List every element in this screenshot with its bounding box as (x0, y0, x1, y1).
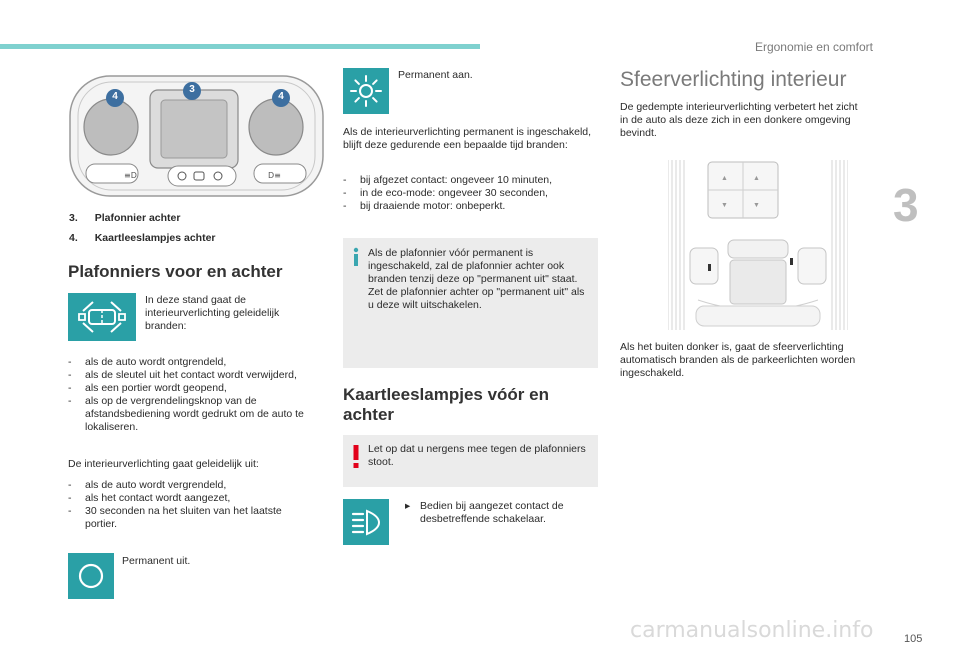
gradual-off-text: De interieurverlichting gaat geleidelijk… (68, 458, 259, 470)
list-permanent-durations: bij afgezet contact: ongeveer 10 minuten… (343, 174, 593, 213)
door-mode-icon (68, 293, 136, 341)
ambient-auto-text: Als het buiten donker is, gaat de sfeerv… (620, 341, 856, 379)
ambient-light-illustration: ▲ ▲ ▼ ▼ (667, 160, 849, 330)
warning-icon (351, 445, 361, 474)
svg-text:D≡: D≡ (268, 171, 281, 180)
heading-plafonniers: Plafonniers voor en achter (68, 262, 283, 281)
list-item: bij draaiende motor: onbeperkt. (343, 200, 593, 213)
warning-note-text: Let op dat u nergens mee tegen de plafon… (368, 443, 586, 468)
rear-lamps-illustration: ≡D D≡ 4 3 4 (68, 74, 325, 198)
car-doors-icon (78, 301, 126, 333)
list-item: als de auto wordt vergrendeld, (68, 479, 303, 492)
list-item: als de auto wordt ontgrendeld, (68, 356, 313, 369)
console-drawing: ▲ ▲ ▼ ▼ (667, 160, 849, 330)
list-gradual-on: als de auto wordt ontgrendeld, als de sl… (68, 356, 313, 434)
circle-off-icon (78, 563, 104, 589)
caption-4: 4. Kaartleeslampjes achter (69, 232, 216, 244)
svg-text:▼: ▼ (721, 202, 728, 209)
on-mode-icon (343, 68, 389, 114)
info-icon (351, 247, 361, 272)
chapter-number: 3 (893, 179, 919, 231)
section-title: Ergonomie en comfort (754, 40, 873, 54)
off-mode-label: Permanent uit. (122, 555, 191, 567)
heading-kaartleeslampjes: Kaartleeslampjes vóór en achter (343, 385, 549, 425)
list-gradual-off: als de auto wordt vergrendeld, als het c… (68, 479, 303, 531)
svg-text:▲: ▲ (721, 175, 728, 182)
switch-instruction: Bedien bij aangezet contact de desbetref… (420, 500, 564, 525)
svg-text:▲: ▲ (753, 175, 760, 182)
heading-sfeerverlichting: Sfeerverlichting interieur (620, 68, 847, 91)
on-mode-label: Permanent aan. (398, 69, 473, 81)
top-accent-bar (0, 44, 480, 49)
permanent-on-text: Als de interieurverlichting permanent is… (343, 126, 592, 151)
list-item: als de sleutel uit het contact wordt ver… (68, 369, 313, 382)
reading-light-icon (351, 509, 381, 536)
list-item: 30 seconden na het sluiten van het laats… (68, 505, 303, 531)
callout-4-left: 4 (105, 88, 125, 113)
heading-line: achter (343, 405, 395, 424)
info-note-text: Als de plafonnier vóór permanent is inge… (368, 247, 585, 311)
list-item: in de eco-mode: ongeveer 30 seconden, (343, 187, 593, 200)
bullet-marker: ▸ (405, 500, 411, 512)
page-number: 105 (904, 633, 923, 645)
info-note: Als de plafonnier vóór permanent is inge… (343, 238, 598, 368)
ambient-light-text: De gedempte interieurverlichting verbete… (620, 101, 858, 139)
off-mode-icon (68, 553, 114, 599)
list-item: als het contact wordt aangezet, (68, 492, 303, 505)
list-item: bij afgezet contact: ongeveer 10 minuten… (343, 174, 593, 187)
reading-lamp-switch-icon (343, 499, 389, 545)
sun-light-icon (350, 75, 382, 107)
svg-text:▼: ▼ (753, 202, 760, 209)
caption-3: 3. Plafonnier achter (69, 212, 181, 224)
watermark: carmanualsonline.info (630, 618, 874, 643)
list-item: als op de vergrendelingsknop van de afst… (68, 395, 313, 434)
warning-note: Let op dat u nergens mee tegen de plafon… (343, 435, 598, 487)
heading-line: Kaartleeslampjes vóór en (343, 385, 549, 404)
door-mode-text: In deze stand gaat de interieurverlichti… (145, 294, 280, 332)
callout-4-right: 4 (271, 88, 291, 113)
lamp-panel-drawing: ≡D D≡ (69, 75, 324, 197)
svg-text:≡D: ≡D (124, 171, 137, 180)
list-item: als een portier wordt geopend, (68, 382, 313, 395)
callout-3: 3 (182, 81, 202, 106)
